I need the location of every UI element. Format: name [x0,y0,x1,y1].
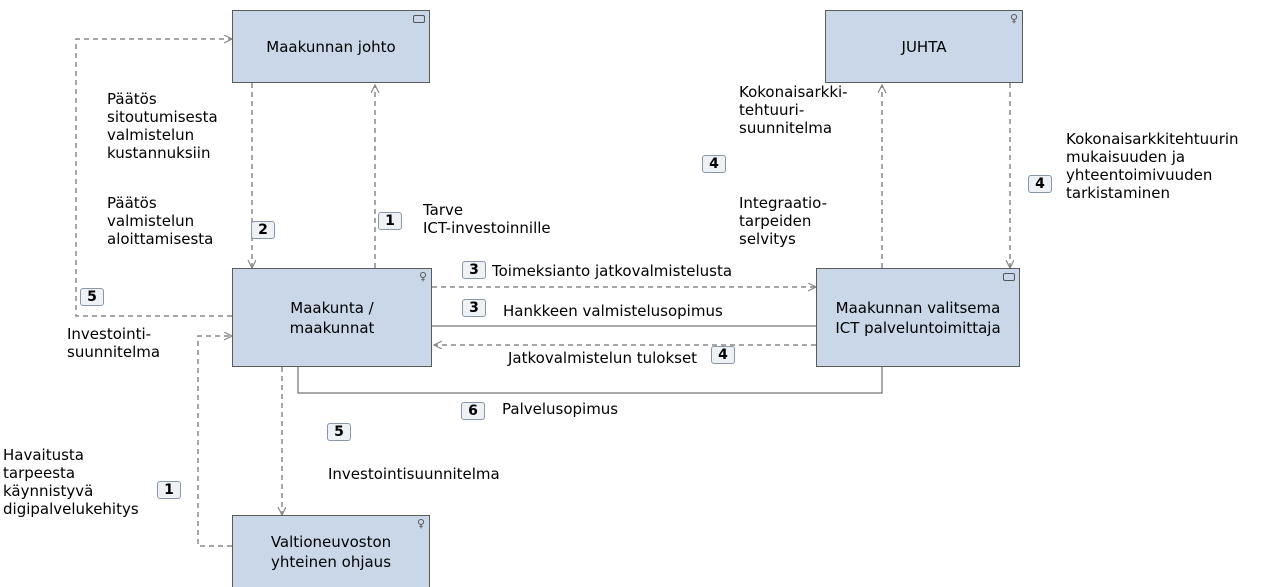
step-badge: 3 [462,261,486,279]
node-label: JUHTA [901,37,947,56]
step-badge: 5 [327,423,351,441]
edge-palvelusopimus [297,367,883,394]
step-badge: 4 [702,155,726,173]
edge-havaitusta [197,336,232,547]
node-maakunnan-johto[interactable]: Maakunnan johto [232,10,430,83]
node-palveluntoimittaja[interactable]: Maakunnan valitsema ICT palveluntoimitta… [816,268,1020,367]
actor-icon: ♀ [418,270,427,283]
node-maakunta[interactable]: Maakunta / maakunnat ♀ [232,268,432,367]
node-label: Maakunta / maakunnat [289,298,375,337]
label-kokonaisarkkitehtuurisuunnitelma: Kokonaisarkki- tehtuuri- suunnitelma [739,83,848,137]
label-paatos-aloittamisesta: Päätös valmistelun aloittamisesta [107,194,214,248]
step-badge: 1 [157,481,181,499]
component-icon [413,15,425,23]
label-tarve: Tarve ICT-investoinnille [423,201,551,237]
label-paatos-sitoutumisesta: Päätös sitoutumisesta valmistelun kustan… [107,90,218,162]
label-hankkeen: Hankkeen valmistelusopimus [503,302,723,320]
step-badge: 1 [378,212,402,230]
step-badge: 6 [461,402,485,420]
node-valtioneuvosto[interactable]: Valtioneuvoston yhteinen ohjaus ♀ [232,515,430,587]
actor-icon: ♀ [1009,12,1018,25]
label-jatkovalmistelun: Jatkovalmistelun tulokset [508,349,698,367]
label-integraatiotarpeiden: Integraatio- tarpeiden selvitys [739,194,828,248]
step-badge: 4 [1028,175,1052,193]
node-label: Valtioneuvoston yhteinen ohjaus [270,532,392,571]
node-label: Maakunnan valitsema ICT palveluntoimitta… [835,298,1001,337]
node-label: Maakunnan johto [266,37,396,56]
edge-investointisuunnitelma-loop [75,39,232,317]
label-investointisuunnitelma-left: Investointi- suunnitelma [67,325,161,361]
step-badge: 4 [711,346,735,364]
label-havaitusta: Havaitusta tarpeesta käynnistyvä digipal… [3,446,139,518]
node-juhta[interactable]: JUHTA ♀ [825,10,1023,83]
step-badge: 2 [251,221,275,239]
step-badge: 3 [462,299,486,317]
label-tarkistaminen: Kokonaisarkkitehtuurin mukaisuuden ja yh… [1066,130,1239,202]
component-icon [1003,273,1015,281]
step-badge: 5 [80,288,104,306]
actor-icon: ♀ [416,517,425,530]
label-palvelusopimus: Palvelusopimus [502,400,619,418]
label-toimeksianto: Toimeksianto jatkovalmistelusta [492,262,733,280]
label-investointisuunnitelma-mid: Investointisuunnitelma [328,465,500,483]
